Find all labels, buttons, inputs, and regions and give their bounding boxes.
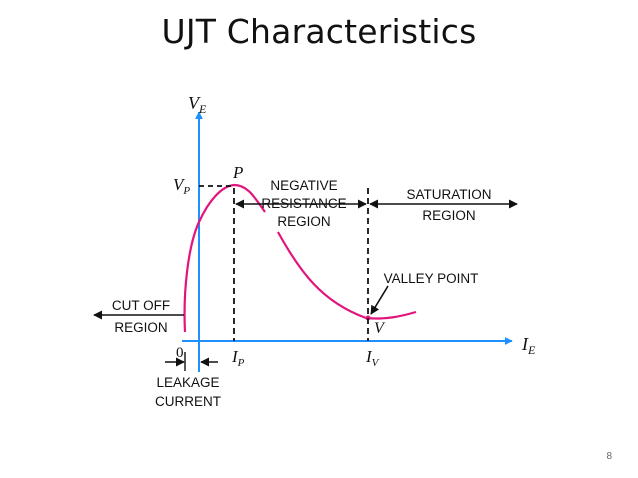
cut-off-label-1: CUT OFF [112, 298, 170, 313]
vp-label: VP [173, 175, 190, 197]
cut-off-label-2: REGION [114, 320, 167, 335]
x-axis-label: IE [521, 334, 536, 357]
iv-label-main: I [365, 347, 373, 366]
negative-resistance-label-1: NEGATIVE [270, 178, 337, 193]
x-axis-label-main: I [521, 334, 529, 354]
slide-title: UJT Characteristics [161, 12, 477, 51]
leakage-current-label-2: CURRENT [155, 394, 221, 409]
origin-label: 0 [176, 345, 184, 361]
leakage-current-label-1: LEAKAGE [156, 375, 219, 390]
negative-resistance-label-3: REGION [277, 214, 330, 229]
vp-label-sub: P [182, 185, 190, 197]
valley-point-label: V [374, 320, 386, 337]
saturation-label-1: SATURATION [406, 187, 491, 202]
peak-point-label: P [232, 163, 243, 182]
y-axis-label: VE [188, 93, 207, 116]
page-number: 8 [606, 451, 612, 462]
characteristic-curve [183, 183, 266, 333]
iv-label-sub: V [372, 357, 380, 369]
y-axis-label-main: V [188, 93, 201, 113]
saturation-label-2: REGION [422, 208, 475, 223]
iv-label: IV [365, 347, 380, 369]
valley-point-arrow [370, 285, 389, 315]
negative-resistance-label-2: RESISTANCE [261, 196, 346, 211]
ip-label-main: I [231, 347, 239, 366]
vp-label-main: V [173, 175, 186, 194]
valley-point-text: VALLEY POINT [384, 271, 479, 286]
ip-label: IP [231, 347, 245, 369]
x-axis-label-sub: E [527, 343, 536, 357]
ip-label-sub: P [237, 357, 245, 369]
y-axis-label-sub: E [198, 102, 207, 116]
negative-resistance-curve [277, 231, 417, 320]
